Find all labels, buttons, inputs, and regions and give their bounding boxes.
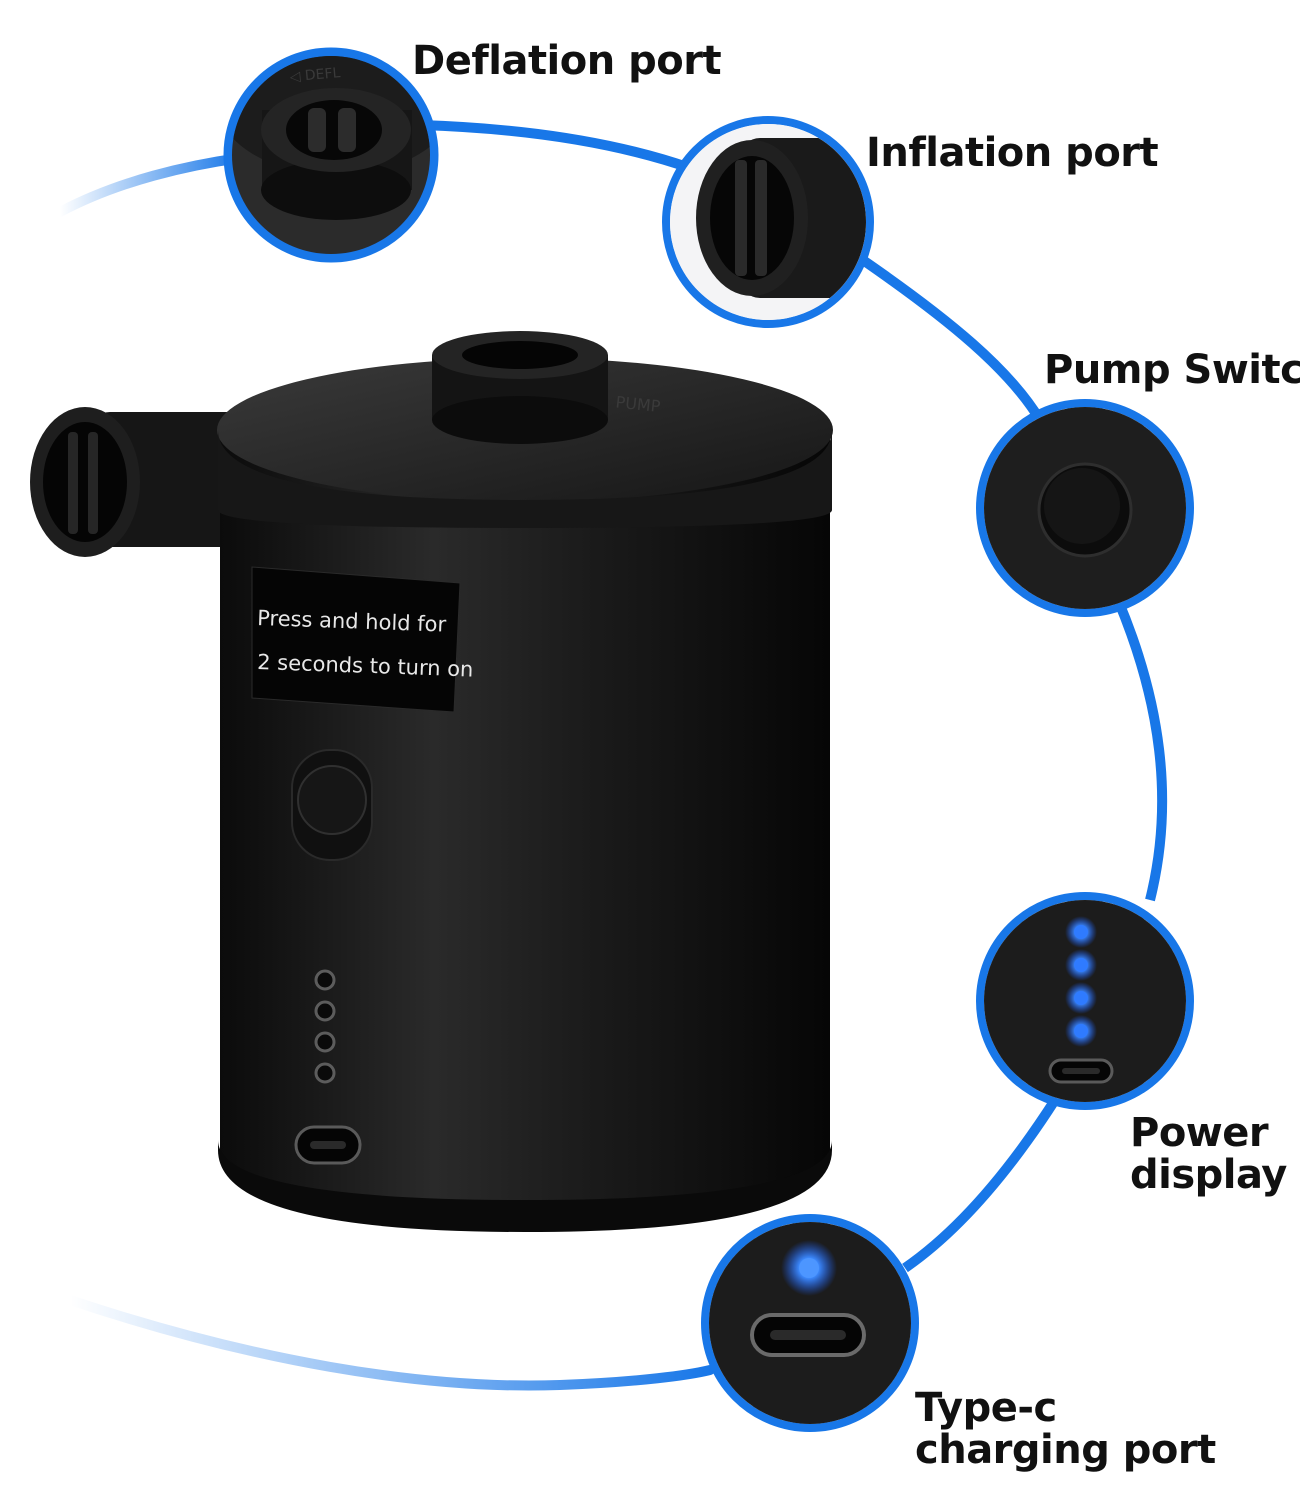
battery-led-icon [314,969,336,1084]
power-led [1074,958,1088,972]
sticker-line-1: Press and hold for [256,605,447,637]
body-led [314,1000,336,1022]
power-led [1074,991,1088,1005]
label-typec-2: charging port [915,1427,1216,1473]
body-led [314,1031,336,1053]
label-typec-1: Type-c [915,1385,1057,1431]
usb-c-port-icon [294,1125,362,1165]
power-display-leds-zoom [1065,916,1097,1047]
arc-top [419,120,692,173]
svg-text:PUMP: PUMP [615,392,662,416]
sticker-line-2: 2 seconds to turn on [256,649,474,682]
callout-pump-switch [976,399,1194,617]
power-button-icon [291,749,373,861]
label-power-display-2: display [1130,1152,1287,1198]
arc-top-left [55,153,245,217]
callout-power-display [976,892,1194,1110]
callout-inflation-port [662,116,874,328]
body-led [314,969,336,991]
arc-bottom [65,1295,715,1391]
power-led [1074,1024,1088,1038]
arc-right [857,253,1168,1273]
body-led [314,1062,336,1084]
power-led [1074,925,1088,939]
pump-product: PUMP [30,331,833,1232]
label-pump-switch: Pump Switch [1044,347,1300,393]
callout-typec-port [701,1214,919,1432]
label-deflation-port: Deflation port [412,38,722,84]
label-power-display-1: Power [1130,1110,1269,1156]
svg-text:◁ DEFL: ◁ DEFL [289,65,341,85]
label-inflation-port: Inflation port [866,130,1159,176]
